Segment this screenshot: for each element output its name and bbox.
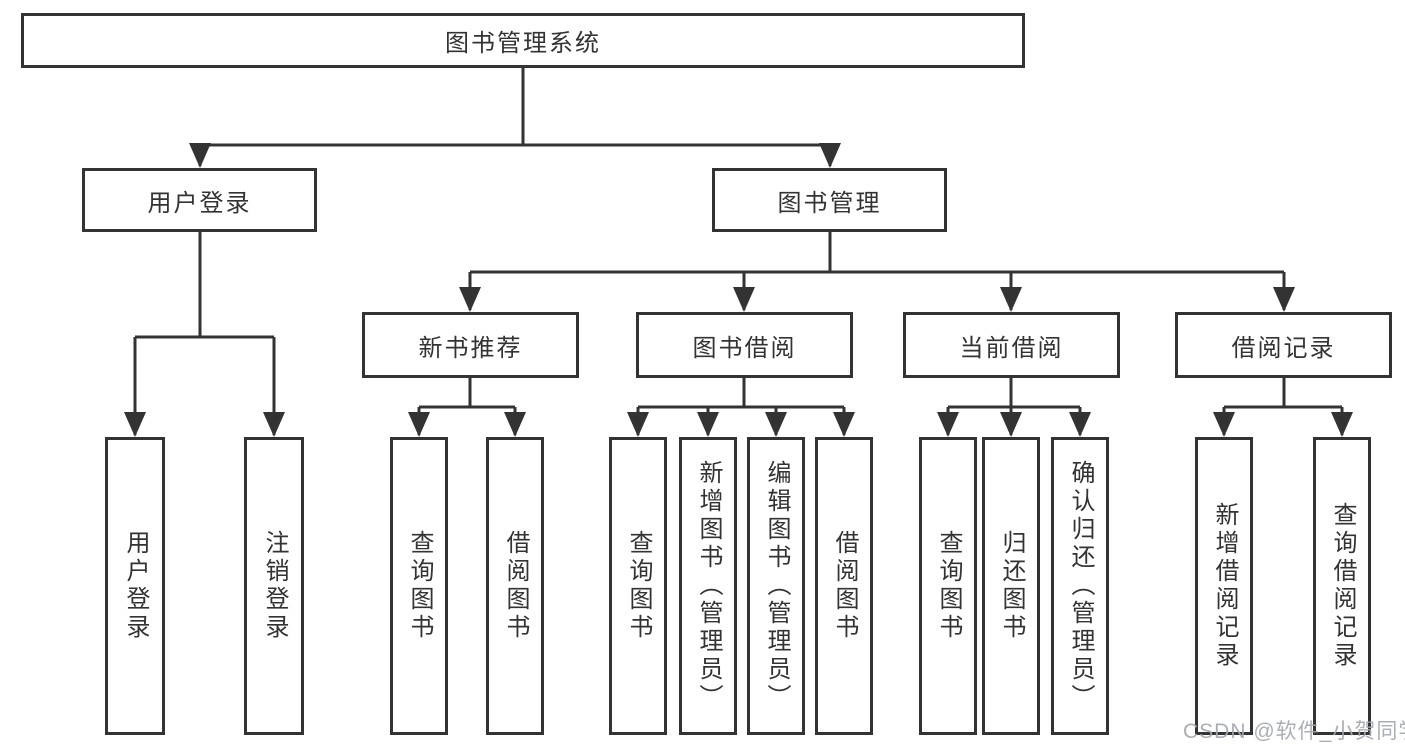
- leaf-query-books-newbooks: 查询图书: [390, 437, 448, 735]
- leaf-confirm-return-admin: 确认归还（管理员）: [1051, 437, 1109, 735]
- leaf-query-borrow-record: 查询借阅记录: [1313, 437, 1371, 735]
- leaf-query-books-borrow: 查询图书: [609, 437, 667, 735]
- node-root: 图书管理系统: [21, 13, 1025, 68]
- leaf-edit-book-admin: 编辑图书（管理员）: [747, 437, 805, 735]
- leaf-user-login-label: 用户登录: [122, 530, 149, 642]
- leaf-return-book-label: 归还图书: [998, 530, 1025, 642]
- leaf-return-book: 归还图书: [982, 437, 1040, 735]
- leaf-add-borrow-record: 新增借阅记录: [1195, 437, 1253, 735]
- leaf-borrow-books-newbooks: 借阅图书: [486, 437, 544, 735]
- leaf-borrow-books-borrow: 借阅图书: [815, 437, 873, 735]
- csdn-watermark: CSDN @软件_小贺同学: [1183, 720, 1405, 743]
- node-user-login: 用户登录: [82, 168, 317, 232]
- connector-new-books: [417, 378, 517, 435]
- node-new-book-recommend: 新书推荐: [362, 312, 579, 378]
- connector-book-borrow: [636, 378, 846, 435]
- leaf-edit-book-admin-label: 编辑图书（管理员）: [763, 460, 790, 712]
- connector-book-management: [468, 232, 1286, 310]
- connector-user-login: [133, 232, 276, 435]
- connector-root: [198, 68, 832, 166]
- node-book-management-label: 图书管理: [777, 189, 882, 217]
- node-current-borrow-label: 当前借阅: [959, 334, 1064, 362]
- node-borrow-records-label: 借阅记录: [1231, 334, 1336, 362]
- leaf-borrow-books-borrow-label: 借阅图书: [831, 530, 858, 642]
- leaf-logout: 注销登录: [244, 437, 304, 735]
- node-new-book-recommend-label: 新书推荐: [418, 334, 523, 362]
- leaf-user-login: 用户登录: [105, 437, 165, 735]
- node-book-management: 图书管理: [712, 168, 947, 232]
- leaf-query-books-borrow-label: 查询图书: [625, 530, 652, 642]
- leaf-query-borrow-record-label: 查询借阅记录: [1329, 502, 1356, 670]
- leaf-add-borrow-record-label: 新增借阅记录: [1211, 502, 1238, 670]
- leaf-query-books-current-label: 查询图书: [935, 530, 962, 642]
- leaf-query-books-newbooks-label: 查询图书: [406, 530, 433, 642]
- arrowhead-icons: [124, 143, 1353, 437]
- node-borrow-records: 借阅记录: [1175, 312, 1392, 378]
- node-root-label: 图书管理系统: [445, 30, 601, 57]
- leaf-add-book-admin-label: 新增图书（管理员）: [695, 460, 722, 712]
- node-book-borrow-label: 图书借阅: [692, 334, 797, 362]
- node-user-login-label: 用户登录: [147, 189, 252, 217]
- leaf-borrow-books-newbooks-label: 借阅图书: [502, 530, 529, 642]
- leaf-add-book-admin: 新增图书（管理员）: [679, 437, 737, 735]
- leaf-logout-label: 注销登录: [261, 530, 288, 642]
- node-current-borrow: 当前借阅: [903, 312, 1120, 378]
- leaf-confirm-return-admin-label: 确认归还（管理员）: [1067, 460, 1094, 712]
- connector-borrow-records: [1222, 378, 1344, 435]
- leaf-query-books-current: 查询图书: [919, 437, 977, 735]
- node-book-borrow: 图书借阅: [636, 312, 853, 378]
